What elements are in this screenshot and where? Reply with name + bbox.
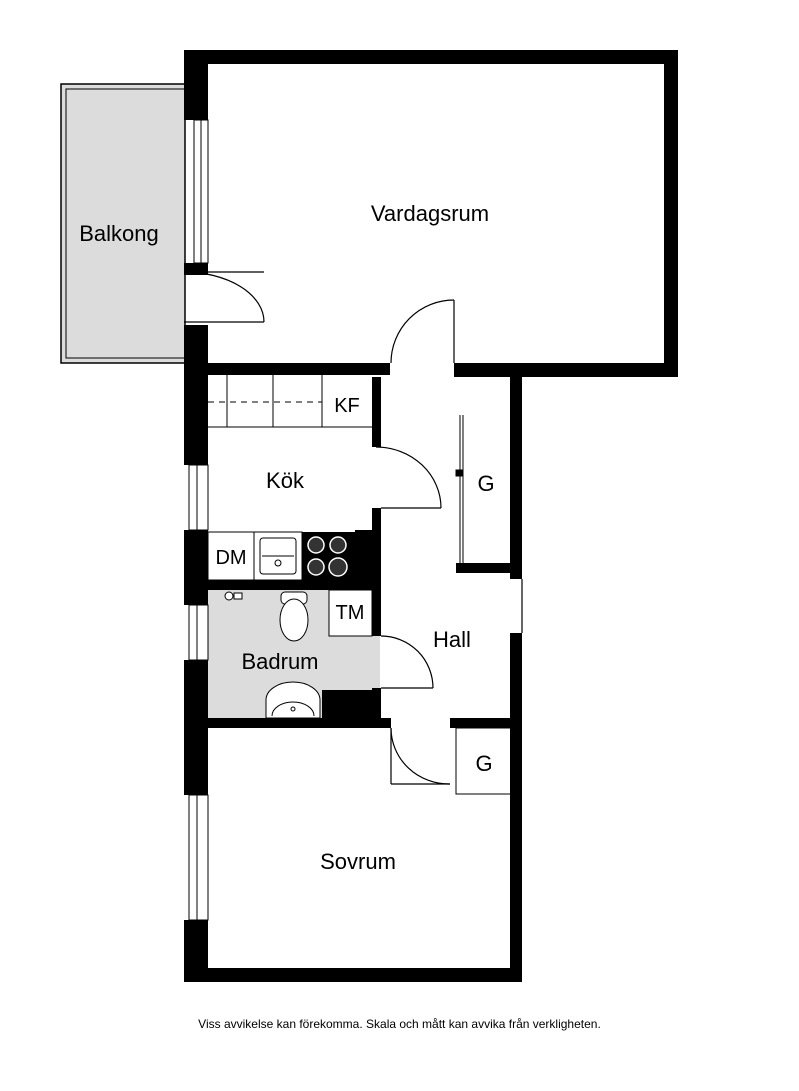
kitchen-sink xyxy=(253,531,303,581)
doors xyxy=(183,271,523,785)
room-label-dm: DM xyxy=(215,547,246,569)
balcony xyxy=(60,83,186,364)
stove xyxy=(302,532,355,580)
windows xyxy=(188,119,209,921)
walls xyxy=(184,50,678,982)
room-label-hall: Hall xyxy=(433,627,471,652)
room-label-balkong: Balkong xyxy=(79,221,159,246)
bathroom-fixtures xyxy=(224,589,373,719)
room-label-sovrum: Sovrum xyxy=(320,849,396,874)
room-label-kf: KF xyxy=(334,395,360,417)
room-label-garderob-upper: G xyxy=(477,471,494,496)
room-label-garderob-lower: G xyxy=(475,751,492,776)
room-label-badrum: Badrum xyxy=(241,649,318,674)
room-label-kok: Kök xyxy=(266,468,305,493)
wardrobe-upper xyxy=(455,415,464,563)
room-label-vardagsrum: Vardagsrum xyxy=(371,201,489,226)
wardrobe-lower xyxy=(455,727,513,795)
room-label-tm: TM xyxy=(336,602,365,624)
disclaimer-text: Viss avvikelse kan förekomma. Skala och … xyxy=(198,1017,601,1031)
